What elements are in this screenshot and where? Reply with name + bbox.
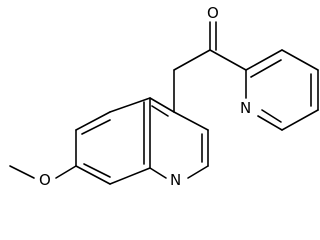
structure-canvas: O N N O xyxy=(9,4,319,189)
bond-c4a-c5 xyxy=(109,97,151,113)
bond-py-c3-c4 xyxy=(281,49,319,71)
bond-py-c6-n-double xyxy=(261,109,282,123)
bond-py-c2-c3-double xyxy=(250,59,282,78)
bond-c4-c4a xyxy=(149,97,175,113)
bond-c2-n1 xyxy=(187,165,209,179)
bond-c7-c8-double xyxy=(83,163,111,178)
bond-co-py-c2 xyxy=(209,49,247,71)
bond-py-c2-c3 xyxy=(245,49,283,71)
bond-py-c5-c6 xyxy=(281,109,319,131)
bond-c5-c6-double xyxy=(81,119,111,135)
bond-o-ch3 xyxy=(9,165,35,179)
bond-c4-c3 xyxy=(173,111,209,131)
methoxy-oxygen-label: O xyxy=(39,171,51,189)
bond-c7-o-methoxy xyxy=(55,165,77,179)
bond-ch2-co xyxy=(173,49,211,71)
pyridine-nitrogen-label: N xyxy=(240,99,251,117)
bond-c7-c8 xyxy=(75,165,111,185)
quinoline-nitrogen-label: N xyxy=(170,171,181,189)
bond-py-c6-n xyxy=(257,115,283,131)
carbonyl-oxygen-label: O xyxy=(207,4,219,22)
bond-c5-c6 xyxy=(75,111,111,131)
bond-n1-c8a xyxy=(149,167,167,179)
bond-c8-c8a xyxy=(109,167,151,185)
bond-c4-c4a-double xyxy=(151,105,169,117)
chemical-structure-diagram: O N N O xyxy=(9,4,319,189)
